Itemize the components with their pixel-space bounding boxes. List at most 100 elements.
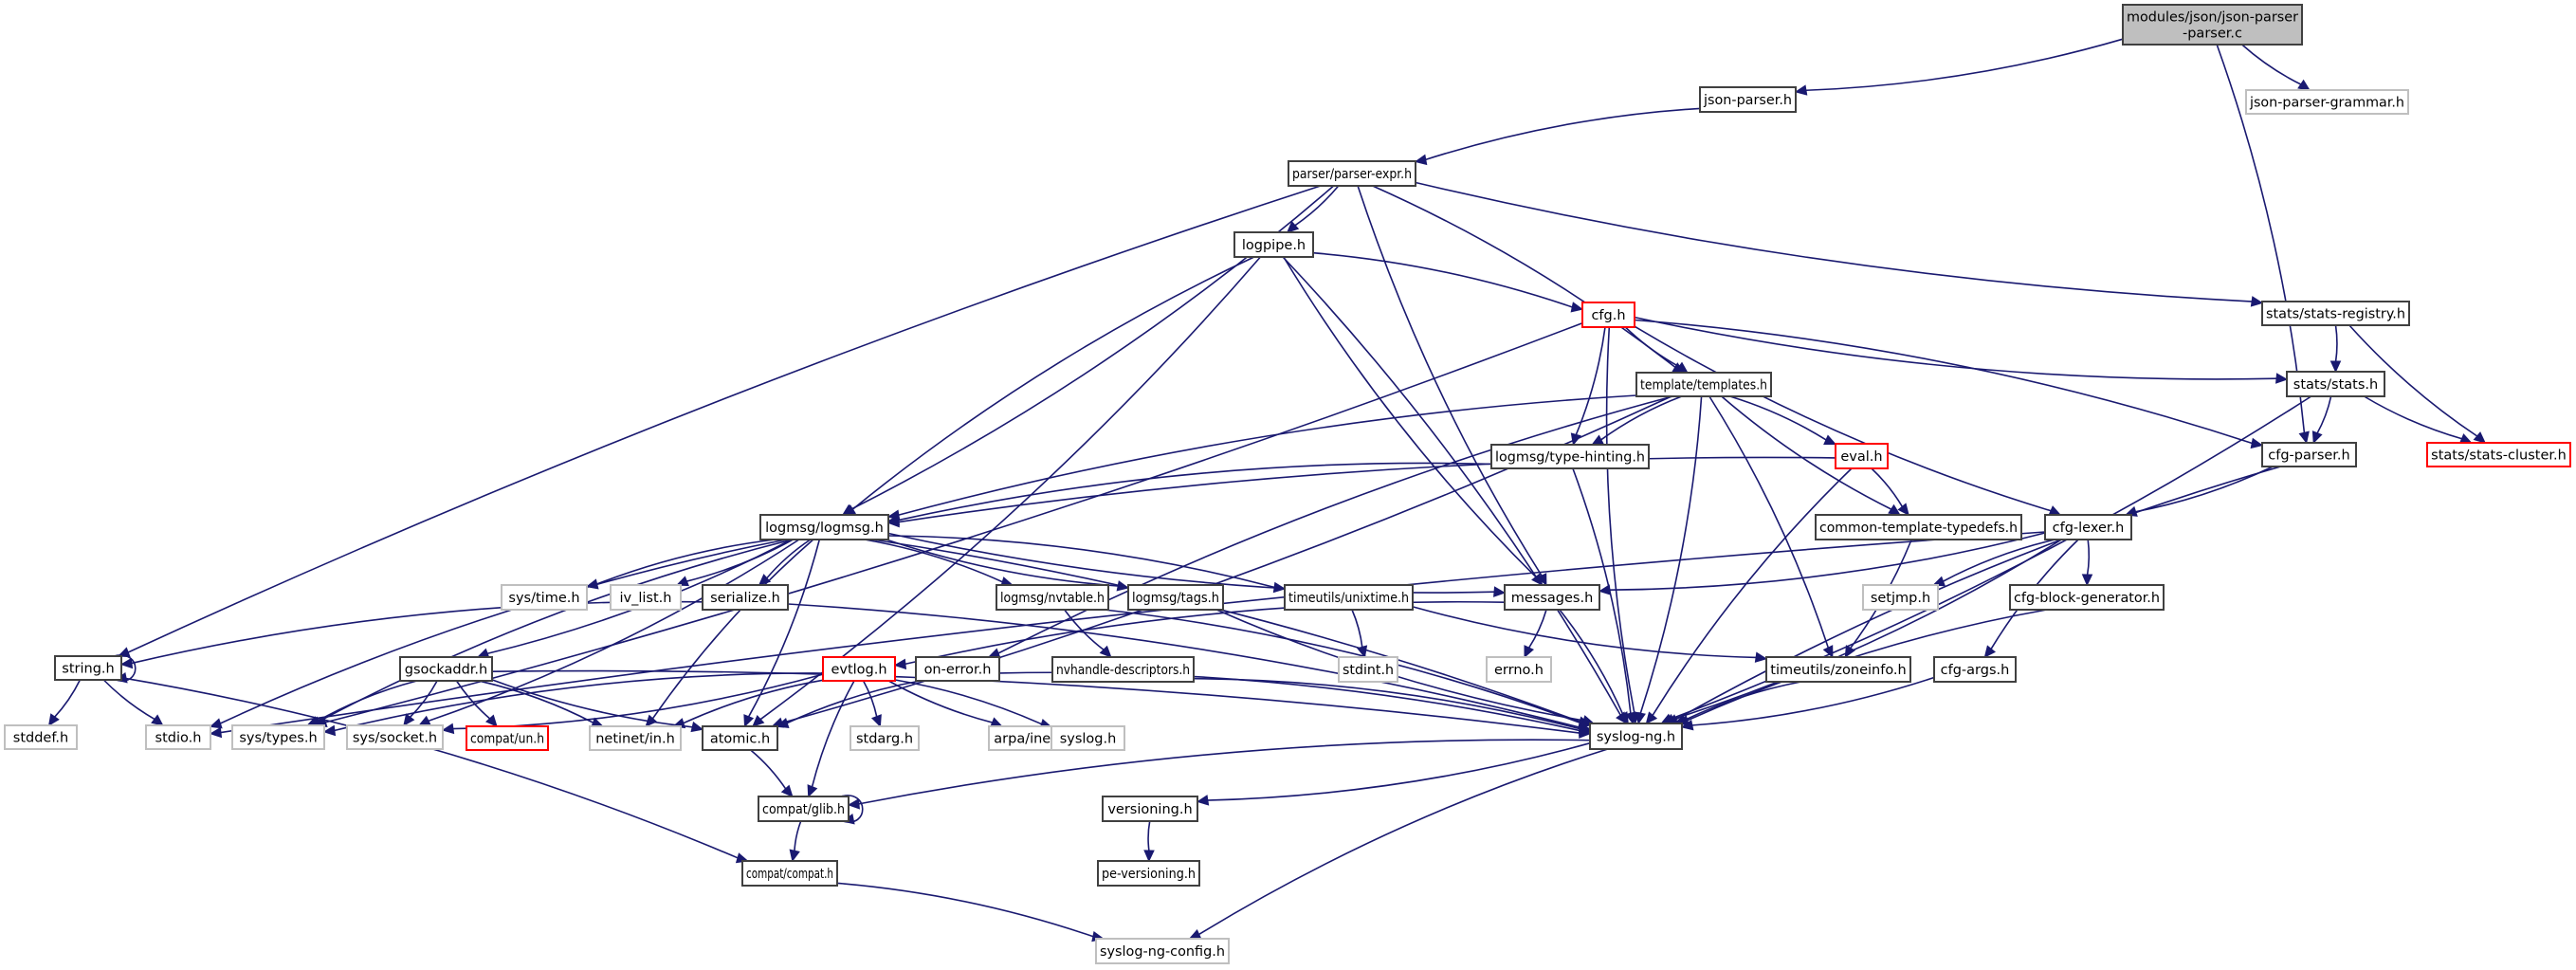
node-setjmp-h[interactable]: setjmp.h: [1862, 584, 1939, 611]
node-json-parser-grammar-h[interactable]: json-parser-grammar.h: [2245, 89, 2409, 115]
node-root[interactable]: modules/json/json-parser-parser.c: [2122, 4, 2303, 46]
node-box[interactable]: [145, 724, 211, 750]
node-string-h[interactable]: string.h: [54, 655, 122, 681]
node-box[interactable]: [1050, 725, 1125, 751]
node-box[interactable]: [1589, 723, 1683, 750]
arrowhead: [1617, 711, 1629, 725]
node-stats-registry-h[interactable]: stats/stats-registry.h: [2261, 301, 2410, 326]
node-cfg-block-generator-h[interactable]: cfg-block-generator.h: [2009, 584, 2165, 611]
node-stddef-h[interactable]: stddef.h: [4, 724, 78, 750]
node-box[interactable]: [589, 725, 682, 751]
node-compat-compat-h[interactable]: compat/compat.h: [741, 860, 838, 887]
node-box[interactable]: [610, 584, 682, 611]
node-cfg-parser-h[interactable]: cfg-parser.h: [2261, 442, 2357, 467]
node-box[interactable]: [1933, 656, 2017, 683]
node-box[interactable]: [2286, 371, 2385, 397]
node-messages-h[interactable]: messages.h: [1504, 584, 1600, 611]
node-tags-h[interactable]: logmsg/tags.h: [1127, 584, 1224, 611]
node-box[interactable]: [1815, 514, 2022, 540]
node-stdio-h[interactable]: stdio.h: [145, 724, 211, 750]
node-box[interactable]: [1699, 86, 1797, 113]
node-box[interactable]: [702, 725, 778, 751]
node-box[interactable]: [399, 656, 493, 682]
node-box[interactable]: [1490, 444, 1650, 469]
node-stats-h[interactable]: stats/stats.h: [2286, 371, 2385, 397]
node-templates-h[interactable]: template/templates.h: [1635, 372, 1772, 397]
node-box[interactable]: [822, 656, 896, 682]
node-sys-socket-h[interactable]: sys/socket.h: [346, 724, 444, 750]
node-on-error-h[interactable]: on-error.h: [915, 656, 1000, 682]
node-compat-un-h[interactable]: compat/un.h: [466, 725, 549, 751]
node-cfg-lexer-h[interactable]: cfg-lexer.h: [2044, 514, 2132, 540]
node-unixtime-h[interactable]: timeutils/unixtime.h: [1284, 584, 1414, 611]
node-stdarg-h[interactable]: stdarg.h: [850, 725, 920, 751]
node-box[interactable]: [1097, 860, 1200, 887]
node-box[interactable]: [2044, 514, 2132, 540]
node-box[interactable]: [702, 584, 789, 611]
node-box[interactable]: [850, 725, 920, 751]
node-atomic-h[interactable]: atomic.h: [702, 725, 778, 751]
node-parser-expr-h[interactable]: parser/parser-expr.h: [1288, 160, 1416, 187]
node-zoneinfo-h[interactable]: timeutils/zoneinfo.h: [1765, 656, 1911, 683]
node-box[interactable]: [1765, 656, 1911, 683]
node-box[interactable]: [1127, 584, 1224, 611]
node-box[interactable]: [1835, 443, 1889, 469]
node-box[interactable]: [1486, 656, 1552, 683]
node-stats-cluster-h[interactable]: stats/stats-cluster.h: [2426, 442, 2571, 467]
node-box[interactable]: [1051, 656, 1195, 683]
node-stdint-h[interactable]: stdint.h: [1338, 656, 1398, 683]
node-box[interactable]: [1288, 160, 1416, 187]
node-logmsg-h[interactable]: logmsg/logmsg.h: [759, 514, 889, 540]
node-box[interactable]: [2426, 442, 2571, 467]
node-syslog-ng-h[interactable]: syslog-ng.h: [1589, 723, 1683, 750]
node-box[interactable]: [1635, 372, 1772, 397]
node-cfg-args-h[interactable]: cfg-args.h: [1933, 656, 2017, 683]
node-box[interactable]: [54, 655, 122, 681]
node-versioning-h[interactable]: versioning.h: [1102, 796, 1198, 822]
node-cfg-h[interactable]: cfg.h: [1581, 302, 1635, 328]
node-box[interactable]: [346, 724, 444, 750]
node-box[interactable]: [2122, 4, 2303, 46]
node-box[interactable]: [758, 796, 850, 822]
node-iv-list-h[interactable]: iv_list.h: [610, 584, 682, 611]
node-syslog-h[interactable]: syslog.h: [1050, 725, 1125, 751]
node-box[interactable]: [4, 724, 78, 750]
node-type-hinting-h[interactable]: logmsg/type-hinting.h: [1490, 444, 1650, 469]
node-eval-h[interactable]: eval.h: [1835, 443, 1889, 469]
node-errno-h[interactable]: errno.h: [1486, 656, 1552, 683]
node-box[interactable]: [2261, 442, 2357, 467]
node-nvhandle-descriptors-h[interactable]: nvhandle-descriptors.h: [1051, 656, 1195, 683]
node-json-parser-h[interactable]: json-parser.h: [1699, 86, 1797, 113]
node-gsockaddr-h[interactable]: gsockaddr.h: [399, 656, 493, 682]
node-common-template-typedefs-h[interactable]: common-template-typedefs.h: [1815, 514, 2022, 540]
node-box[interactable]: [759, 514, 889, 540]
node-pe-versioning-h[interactable]: pe-versioning.h: [1097, 860, 1200, 887]
node-box[interactable]: [1102, 796, 1198, 822]
node-box[interactable]: [1233, 231, 1314, 258]
node-box[interactable]: [466, 725, 549, 751]
node-evtlog-h[interactable]: evtlog.h: [822, 656, 896, 682]
node-box[interactable]: [996, 584, 1109, 611]
node-box[interactable]: [1095, 938, 1230, 964]
node-box[interactable]: [501, 584, 588, 611]
node-box[interactable]: [1504, 584, 1600, 611]
node-box[interactable]: [741, 860, 838, 887]
node-box[interactable]: [915, 656, 1000, 682]
node-box[interactable]: [2261, 301, 2410, 326]
node-sys-time-h[interactable]: sys/time.h: [501, 584, 588, 611]
node-box[interactable]: [2009, 584, 2165, 611]
node-box[interactable]: [1862, 584, 1939, 611]
node-serialize-h[interactable]: serialize.h: [702, 584, 789, 611]
node-box[interactable]: [1581, 302, 1635, 328]
node-compat-glib-h[interactable]: compat/glib.h: [758, 796, 850, 822]
node-box[interactable]: [231, 724, 325, 750]
node-netinet-in-h[interactable]: netinet/in.h: [589, 725, 682, 751]
node-box[interactable]: [1338, 656, 1398, 683]
node-nvtable-h[interactable]: logmsg/nvtable.h: [996, 584, 1109, 611]
node-sys-types-h[interactable]: sys/types.h: [231, 724, 325, 750]
node-box[interactable]: [2245, 89, 2409, 115]
node-syslog-ng-config-h[interactable]: syslog-ng-config.h: [1095, 938, 1230, 964]
node-box[interactable]: [1284, 584, 1414, 611]
arrowhead: [322, 724, 337, 737]
node-logpipe-h[interactable]: logpipe.h: [1233, 231, 1314, 258]
